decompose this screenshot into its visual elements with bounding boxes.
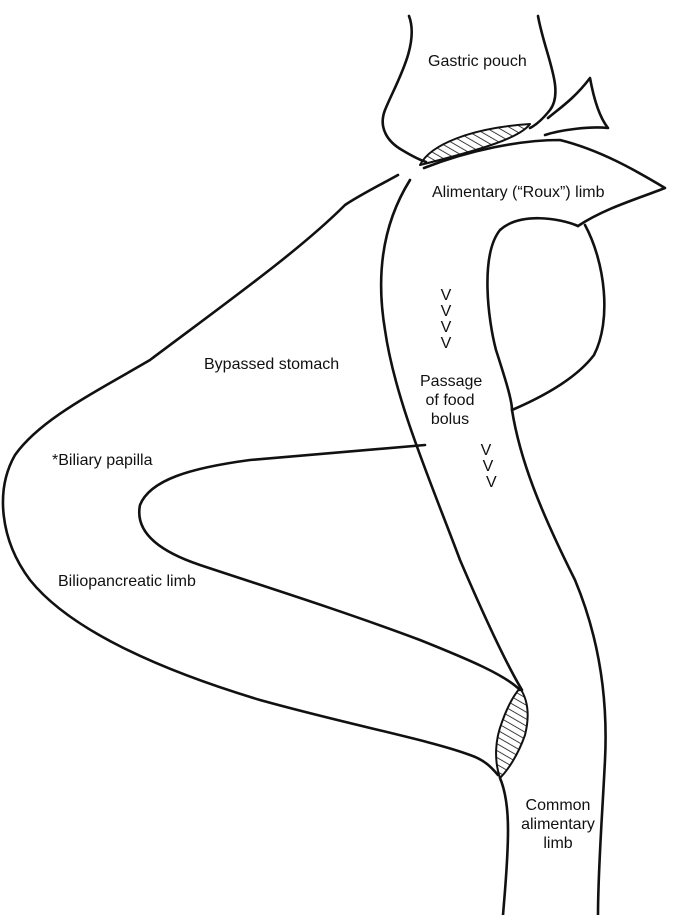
food-flow-arrow: V bbox=[440, 287, 452, 304]
biliary-papilla-label: *Biliary papilla bbox=[52, 452, 153, 469]
food-flow-arrow: V bbox=[486, 474, 497, 491]
common-limb-left-wall bbox=[498, 776, 510, 915]
roux-limb-blind-end bbox=[422, 138, 667, 228]
common-label-line-3: limb bbox=[543, 835, 573, 852]
biliopancreatic-limb-inner bbox=[137, 443, 522, 692]
bypassed-stomach-outline bbox=[1, 173, 500, 777]
gastric-pouch-outline bbox=[381, 14, 428, 164]
passage-label-line-2: of food bbox=[425, 392, 475, 409]
gastric-pouch-label: Gastric pouch bbox=[428, 53, 527, 70]
biliopancreatic-limb-label: Biliopancreatic limb bbox=[58, 573, 196, 590]
jejunojejunal-anastomosis bbox=[495, 687, 529, 779]
common-alimentary-limb-label: Common alimentary limb bbox=[512, 796, 604, 853]
passage-label-line-1: Passage bbox=[420, 373, 483, 390]
gastric-pouch-outline-right bbox=[528, 14, 557, 130]
passage-label-line-3: bolus bbox=[430, 411, 470, 428]
food-flow-arrows-upper: V V V V bbox=[438, 288, 454, 352]
food-flow-arrow: V bbox=[480, 442, 492, 459]
common-label-line-1: Common bbox=[525, 797, 591, 814]
common-label-line-2: alimentary bbox=[521, 816, 595, 833]
food-flow-arrow: V bbox=[482, 458, 494, 475]
food-flow-arrow: V bbox=[440, 303, 452, 320]
common-limb-right-wall bbox=[510, 408, 607, 915]
roux-limb-flap bbox=[543, 76, 610, 137]
bypassed-stomach-label: Bypassed stomach bbox=[204, 356, 340, 373]
food-flow-arrows-lower: V V V bbox=[478, 442, 497, 491]
roux-limb-right-wall bbox=[486, 216, 606, 412]
passage-of-food-bolus-label: Passage of food bolus bbox=[420, 372, 483, 429]
food-flow-arrow: V bbox=[440, 319, 452, 336]
food-flow-arrow: V bbox=[440, 335, 452, 352]
roux-limb-label: Alimentary (“Roux”) limb bbox=[432, 184, 605, 201]
roux-limb-left-wall bbox=[379, 178, 524, 692]
